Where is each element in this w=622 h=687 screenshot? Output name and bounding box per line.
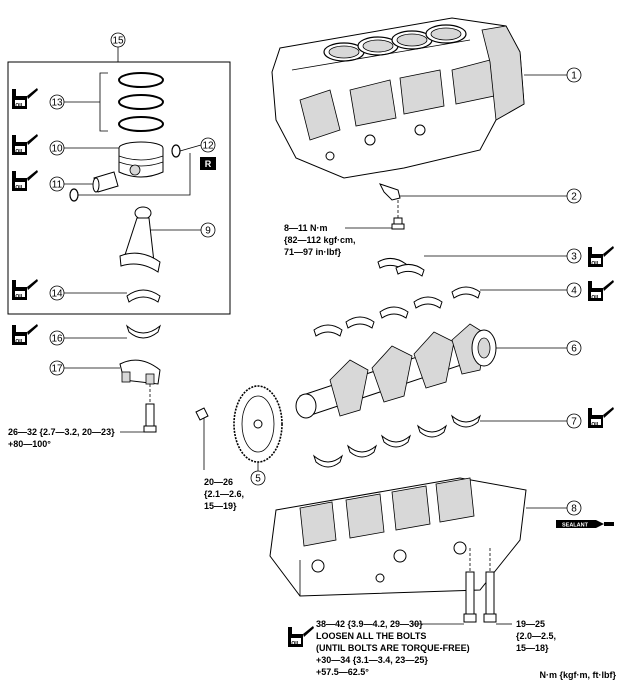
oil-can-icon: OIL bbox=[12, 279, 38, 300]
svg-text:15: 15 bbox=[112, 36, 124, 47]
piston bbox=[118, 141, 164, 178]
main-bearings-lower bbox=[312, 414, 482, 468]
oil-can-icon: OIL bbox=[288, 626, 314, 647]
callout-5: 5 bbox=[250, 470, 266, 486]
torque-main-bolt-line3: (UNTIL BOLTS ARE TORQUE-FREE) bbox=[316, 643, 470, 653]
rod-bearing-lower bbox=[125, 324, 162, 339]
cylinder-block bbox=[271, 17, 525, 179]
torque-oil-jet-line2: {82—112 kgf·cm, bbox=[284, 235, 356, 245]
callout-7: 7 bbox=[566, 413, 582, 429]
callout-8: 8 bbox=[566, 500, 582, 516]
callout-6: 6 bbox=[566, 340, 582, 356]
callout-4: 4 bbox=[566, 282, 582, 298]
torque-main-bolt-line5: +57.5—62.5° bbox=[316, 667, 369, 677]
svg-text:2: 2 bbox=[571, 192, 577, 203]
piston-rings bbox=[118, 72, 164, 132]
oil-jet bbox=[379, 183, 401, 201]
oil-can-icon: OIL bbox=[588, 407, 614, 428]
callout-11: 11 bbox=[49, 176, 65, 192]
callout-10: 10 bbox=[49, 140, 65, 156]
callout-17: 17 bbox=[49, 360, 65, 376]
main-bolt-short bbox=[483, 571, 497, 623]
oil-can-icon: OIL bbox=[12, 88, 38, 109]
svg-text:OIL: OIL bbox=[591, 295, 599, 301]
oil-jet-bolt bbox=[391, 217, 405, 230]
main-bolt-long bbox=[463, 571, 477, 623]
svg-text:11: 11 bbox=[52, 180, 63, 191]
torque-rod-cap-line2: +80—100° bbox=[8, 439, 51, 449]
svg-text:OIL: OIL bbox=[291, 641, 299, 647]
svg-text:9: 9 bbox=[205, 226, 211, 237]
svg-text:17: 17 bbox=[51, 364, 63, 375]
torque-rod-cap-line1: 26—32 {2.7—3.2, 20—23} bbox=[8, 427, 115, 437]
svg-text:4: 4 bbox=[571, 286, 577, 297]
svg-text:OIL: OIL bbox=[15, 149, 23, 155]
replace-badge-icon: R bbox=[200, 157, 216, 170]
piston-pin bbox=[92, 171, 119, 193]
rod-bearing-upper bbox=[126, 289, 161, 303]
svg-text:10: 10 bbox=[51, 144, 63, 155]
svg-text:6: 6 bbox=[571, 344, 577, 355]
svg-text:OIL: OIL bbox=[591, 261, 599, 267]
svg-text:OIL: OIL bbox=[591, 422, 599, 428]
rod-cap-bolt bbox=[143, 403, 157, 433]
crankshaft bbox=[295, 323, 497, 419]
torque-plate-line2: {2.1—2.6, bbox=[204, 489, 244, 499]
svg-text:14: 14 bbox=[51, 289, 63, 300]
oil-can-icon: OIL bbox=[12, 324, 38, 345]
callout-14: 14 bbox=[49, 285, 65, 301]
svg-text:OIL: OIL bbox=[15, 103, 23, 109]
sealant-tube-icon: SEALANT bbox=[556, 520, 614, 529]
torque-plate-line3: 15—19} bbox=[204, 501, 237, 511]
callout-16: 16 bbox=[49, 330, 65, 346]
callout-3: 3 bbox=[566, 248, 582, 264]
units-note: N·m {kgf·m, ft·lbf} bbox=[540, 670, 617, 680]
oil-can-icon: OIL bbox=[588, 280, 614, 301]
torque-plate-line1: 20—26 bbox=[204, 477, 233, 487]
callout-15: 15 bbox=[110, 32, 126, 48]
trigger-plate bbox=[233, 385, 283, 463]
main-bearings-upper bbox=[313, 286, 481, 337]
torque-main-bolt-line1: 38—42 {3.9—4.2, 29—30} bbox=[316, 619, 423, 629]
svg-text:7: 7 bbox=[571, 417, 577, 428]
svg-text:8: 8 bbox=[571, 504, 577, 515]
svg-text:5: 5 bbox=[255, 474, 261, 485]
svg-text:R: R bbox=[205, 159, 212, 169]
rod-cap bbox=[119, 359, 161, 385]
torque-oil-jet-line3: 71—97 in·lbf} bbox=[284, 247, 342, 257]
torque-oil-jet-line1: 8—11 N·m bbox=[284, 223, 328, 233]
trigger-plate-bolt bbox=[195, 407, 209, 421]
torque-main-bolt-line2: LOOSEN ALL THE BOLTS bbox=[316, 631, 426, 641]
callout-12: 12 bbox=[200, 137, 216, 153]
callout-13: 13 bbox=[49, 94, 65, 110]
svg-text:OIL: OIL bbox=[15, 294, 23, 300]
torque-side-bolt-line1: 19—25 bbox=[516, 619, 545, 629]
piston-group-frame bbox=[7, 61, 231, 315]
connecting-rod bbox=[119, 206, 161, 273]
thrust-bearings bbox=[377, 258, 425, 277]
oil-can-icon: OIL bbox=[12, 170, 38, 191]
svg-text:OIL: OIL bbox=[15, 185, 23, 191]
callout-2: 2 bbox=[566, 188, 582, 204]
svg-text:13: 13 bbox=[51, 98, 63, 109]
callout-1: 1 bbox=[566, 67, 582, 83]
svg-text:16: 16 bbox=[51, 334, 63, 345]
torque-side-bolt-line2: {2.0—2.5, bbox=[516, 631, 556, 641]
svg-text:1: 1 bbox=[571, 71, 577, 82]
svg-text:OIL: OIL bbox=[15, 339, 23, 345]
svg-text:12: 12 bbox=[202, 141, 214, 152]
oil-can-icon: OIL bbox=[12, 134, 38, 155]
torque-side-bolt-line3: 15—18} bbox=[516, 643, 549, 653]
oil-can-icon: OIL bbox=[588, 246, 614, 267]
svg-text:3: 3 bbox=[571, 252, 577, 263]
svg-text:SEALANT: SEALANT bbox=[562, 523, 589, 529]
main-bearing-support bbox=[269, 477, 527, 597]
callout-9: 9 bbox=[200, 222, 216, 238]
torque-main-bolt-line4: +30—34 {3.1—3.4, 23—25} bbox=[316, 655, 428, 665]
